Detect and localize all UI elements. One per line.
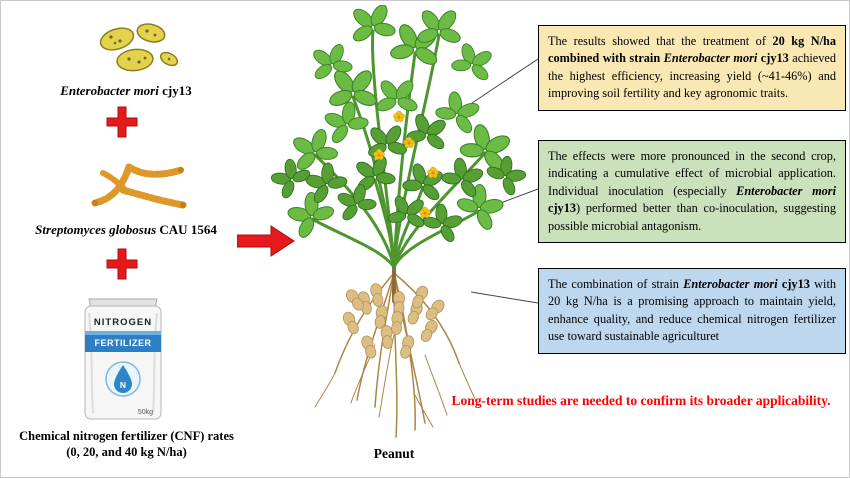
finding-box-1: The results showed that the treatment of… [538, 25, 846, 111]
plus-icon [106, 248, 138, 280]
cnf-rates-line1: Chemical nitrogen fertilizer (CNF) rates [19, 429, 234, 443]
bag-top-text: NITROGEN [94, 317, 152, 328]
finding-box-3: The combination of strain Enterobacter m… [538, 268, 846, 354]
finding-box-2: The effects were more pronounced in the … [538, 140, 846, 244]
cnf-rates-line2: (0, 20, and 40 kg N/ha) [66, 445, 187, 460]
cnf-rates-label: Chemical nitrogen fertilizer (CNF) rates… [4, 428, 249, 461]
plant-label: Peanut [373, 446, 415, 461]
bag-band-text: FERTILIZER [95, 338, 152, 348]
microbe2-label: Streptomyces globosus CAU 1564 [35, 222, 217, 237]
enterobacter-bacteria-icon [99, 23, 179, 72]
streptomyces-bacteria-icon [91, 163, 187, 209]
arrow-right-icon [237, 225, 295, 257]
bag-weight-text: 50kg [138, 409, 153, 416]
peanut-plant-illustration [263, 5, 531, 438]
plus-icon [106, 106, 138, 138]
fertilizer-bag-icon: NITROGEN FERTILIZER N 50kg [84, 298, 162, 420]
footnote-text: Long-term studies are needed to confirm … [451, 393, 831, 408]
bag-logo-letter: N [120, 380, 126, 390]
microbe1-label: Enterobacter mori cjy13 [60, 83, 192, 98]
